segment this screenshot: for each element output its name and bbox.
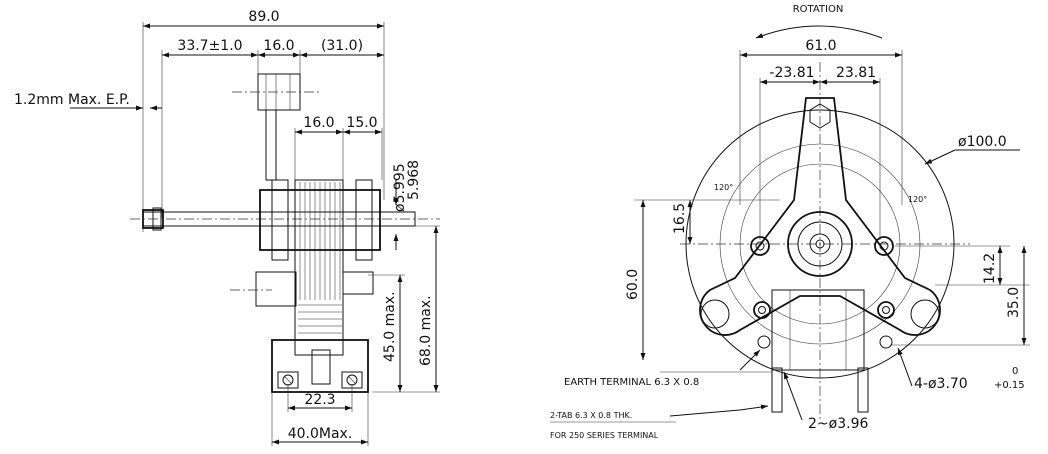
dim-hole-spacing: 22.3: [304, 392, 335, 408]
arm-hole-right: [910, 299, 940, 329]
terminal-tab-left: [771, 367, 783, 413]
stator-core: [294, 179, 344, 356]
dim-hub-width: 16.0: [263, 38, 294, 54]
arm-hole-left: [700, 299, 730, 329]
fan-outline-circle: [685, 109, 955, 379]
hub-outer: [787, 211, 853, 277]
dim-shaft-offset: 33.7±1.0: [177, 38, 242, 54]
label-angle-right: 120°: [908, 195, 927, 204]
top-nut: [809, 103, 831, 129]
dim-height-60: 60.0: [625, 269, 641, 300]
dim-core-right: 15.0: [346, 115, 377, 131]
label-rotation: ROTATION: [793, 4, 844, 15]
dim-shaft-dia-max: ø5.995: [392, 163, 408, 212]
front-view: ROTATION 61.0 -23.81 23.81 ø100.0 120° 1…: [550, 4, 1030, 440]
dim-end-play: 1.2mm Max. E.P.: [14, 92, 130, 108]
dim-height-35: 35.0: [1006, 287, 1022, 318]
label-tol-upper: 0: [1012, 366, 1018, 377]
coil-block: [771, 289, 865, 371]
label-tab-note-1: 2-TAB 6.3 X 0.8 THK.: [550, 411, 632, 420]
dim-outer-dia: ø100.0: [958, 134, 1007, 150]
dim-base-width: 40.0Max.: [288, 426, 353, 442]
dim-hole-left: -23.81: [769, 65, 814, 81]
dim-height-16-5: 16.5: [672, 203, 688, 234]
dim-ref-length: (31.0): [321, 38, 363, 54]
dim-height-45: 45.0 max.: [382, 291, 398, 362]
coil-housing: [271, 339, 369, 393]
mounting-bracket: [699, 97, 941, 336]
side-view: 89.0 33.7±1.0 16.0 (31.0) 1.2mm Max. E.P…: [14, 9, 440, 446]
dim-mount-holes: 4-ø3.70: [914, 376, 968, 392]
label-tab-note-2: FOR 250 SERIES TERMINAL: [550, 431, 659, 440]
label-tol-lower: +0.15: [994, 380, 1025, 391]
dim-height-14-2: 14.2: [982, 253, 998, 284]
stator-laminations: [298, 182, 342, 334]
dim-width-61: 61.0: [805, 38, 836, 54]
shaft-bore: [809, 233, 831, 255]
dim-overall-length: 89.0: [248, 9, 279, 25]
mount-screws: [750, 236, 895, 349]
dim-core-left: 16.0: [303, 115, 334, 131]
label-earth-terminal: EARTH TERMINAL 6.3 X 0.8: [564, 377, 699, 388]
dim-hole-2: 2~ø3.96: [808, 416, 868, 432]
label-angle-left: 120°: [714, 183, 733, 192]
rotation-arrow: [755, 25, 883, 39]
terminal-tab-right: [857, 367, 869, 413]
dim-hole-right: 23.81: [836, 65, 876, 81]
bracket-left: [255, 271, 297, 307]
dim-height-68: 68.0 max.: [418, 295, 434, 366]
shaft-extension: [265, 109, 277, 181]
dim-shaft-dia-min: 5.968: [406, 160, 422, 200]
